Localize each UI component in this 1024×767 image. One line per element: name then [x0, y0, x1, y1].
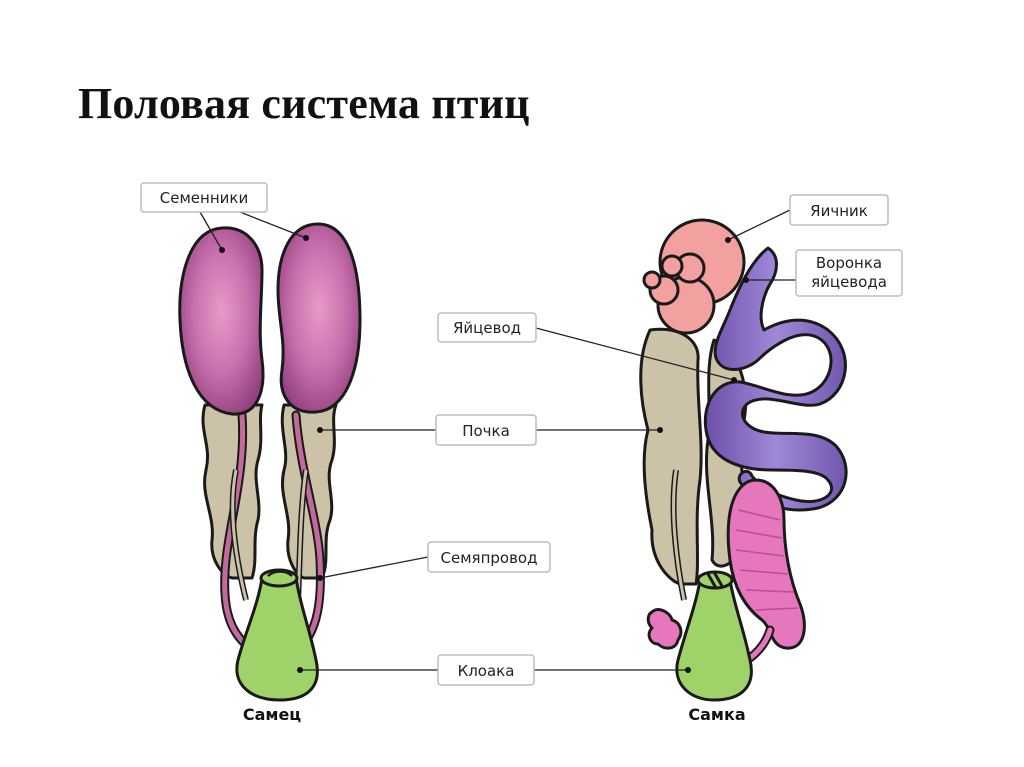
label-kidney: Почка — [435, 414, 537, 446]
male-organs — [178, 222, 362, 702]
male-right-testis — [276, 222, 362, 414]
caption-male: Самец — [243, 705, 301, 724]
caption-female: Самка — [688, 705, 745, 724]
svg-text:Семенники: Семенники — [160, 189, 248, 207]
label-infundibulum: Воронка яйцевода — [795, 249, 903, 297]
uterus — [726, 478, 806, 650]
label-testes: Семенники — [140, 182, 268, 213]
svg-text:Воронка: Воронка — [816, 254, 882, 272]
svg-text:Почка: Почка — [462, 422, 510, 440]
svg-text:Яичник: Яичник — [810, 202, 868, 220]
female-organs — [639, 218, 848, 702]
label-ovary: Яичник — [789, 194, 889, 226]
female-cloaca — [675, 578, 753, 702]
male-cloaca — [235, 576, 319, 702]
svg-text:яйцевода: яйцевода — [811, 273, 887, 291]
svg-text:Клоака: Клоака — [458, 662, 515, 680]
label-cloaca: Клоака — [437, 654, 535, 686]
male-left-vas-deferens — [222, 412, 253, 651]
leader-lines — [199, 209, 796, 673]
label-vas-deferens: Семяпровод — [427, 541, 551, 573]
male-left-testis — [178, 226, 265, 416]
label-oviduct: Яйцевод — [437, 312, 537, 343]
female-left-kidney — [639, 327, 703, 586]
svg-text:Семяпровод: Семяпровод — [441, 549, 538, 567]
male-right-vas-deferens — [293, 412, 323, 651]
page-title: Половая система птиц — [78, 79, 530, 128]
svg-text:Яйцевод: Яйцевод — [453, 319, 521, 337]
vestigial-oviduct — [646, 608, 683, 650]
